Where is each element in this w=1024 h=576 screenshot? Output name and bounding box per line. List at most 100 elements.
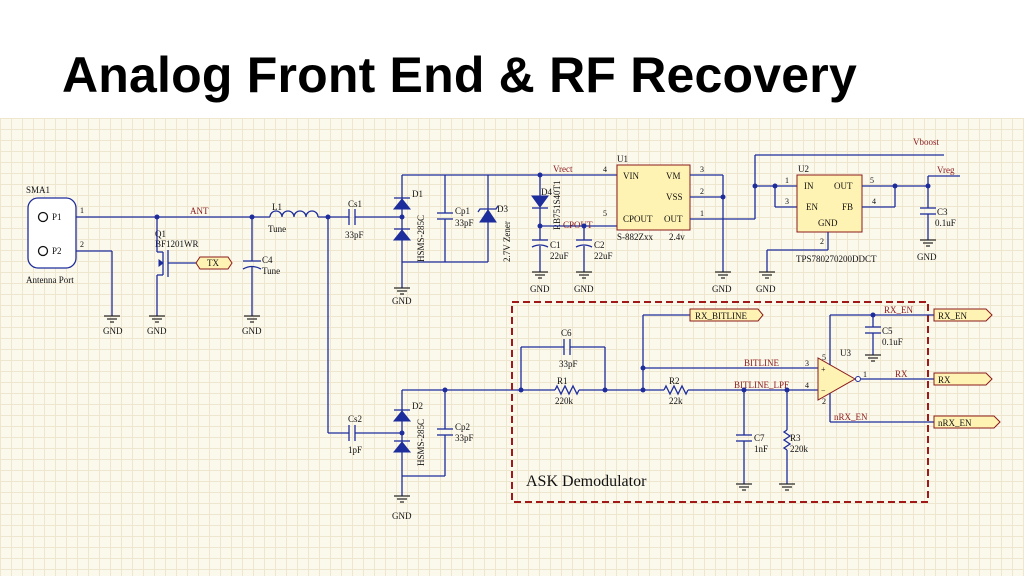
u2-pin-fb: FB <box>842 202 853 212</box>
sma-p1: P1 <box>52 212 62 222</box>
d2-ref: D2 <box>412 401 423 411</box>
sma-ref: SMA1 <box>26 185 50 195</box>
u1-voltage: 2.4v <box>669 232 685 242</box>
schematic-canvas: SMA1 P1 P2 Antenna Port 1 2 ANT Q1 BF120… <box>0 118 1024 576</box>
c7-value: 1nF <box>754 444 768 454</box>
tx-port-label: TX <box>207 258 219 268</box>
c3-value: 0.1uF <box>935 218 956 228</box>
cp2-capacitor: Cp2 33pF <box>437 387 474 476</box>
c5-value: 0.1uF <box>882 337 903 347</box>
svg-text:GND: GND <box>392 511 412 521</box>
c5-capacitor: C5 0.1uF <box>865 326 903 355</box>
c4-ref: C4 <box>262 255 273 265</box>
svg-text:4: 4 <box>805 381 809 390</box>
svg-text:1: 1 <box>863 370 867 379</box>
svg-text:3: 3 <box>700 165 704 174</box>
r1-ref: R1 <box>557 376 568 386</box>
r2-resistor: R2 22k BITLINE_LPF 4 <box>643 376 818 406</box>
u1-ref: U1 <box>617 154 628 164</box>
u1-pin-vss: VSS <box>666 192 683 202</box>
rx-bitline-port-label: RX_BITLINE <box>695 311 747 321</box>
c6-value: 33pF <box>559 359 578 369</box>
sma-pin1-num: 1 <box>80 206 84 215</box>
svg-text:2: 2 <box>700 187 704 196</box>
demod-box-label: ASK Demodulator <box>526 473 647 490</box>
sma-pin2-circle <box>37 245 49 257</box>
svg-text:GND: GND <box>917 252 937 262</box>
net-bitline-lpf: BITLINE_LPF <box>734 380 789 390</box>
gnd-symbol <box>779 483 795 491</box>
r3-value: 220k <box>790 444 809 454</box>
d3-value: 2.7V Zener <box>502 221 512 262</box>
u1-part: S-882Zxx <box>617 232 654 242</box>
vrect-net: Vrect 4 <box>537 164 617 178</box>
r1-value: 220k <box>555 396 574 406</box>
q1-transistor: Q1 BF1201WR <box>155 217 200 316</box>
c6-ref: C6 <box>561 328 572 338</box>
d4-value: RB751S40T1 <box>552 180 562 230</box>
sma-pin2-num: 2 <box>80 240 84 249</box>
net-rx-en: RX_EN <box>884 305 914 315</box>
d4-ref: D4 <box>541 187 552 197</box>
svg-text:GND: GND <box>147 326 167 336</box>
net-rx: RX <box>895 369 908 379</box>
gnd-symbol <box>865 354 881 362</box>
gnd-symbol: GND <box>712 271 732 294</box>
svg-text:GND: GND <box>574 284 594 294</box>
vreg-net: Vreg <box>925 165 960 208</box>
c5-ref: C5 <box>882 326 893 336</box>
c6-capacitor: C6 33pF <box>518 328 608 393</box>
slide-title: Analog Front End & RF Recovery <box>62 47 857 103</box>
gnd-symbol: GND <box>756 271 776 294</box>
d1-diode: D1 HSMS-285C <box>392 174 445 263</box>
ask-demodulator-block: ASK Demodulator <box>511 301 929 503</box>
tx-port: TX <box>195 256 233 270</box>
schematic-diagram: SMA1 P1 P2 Antenna Port 1 2 ANT Q1 BF120… <box>26 137 1001 521</box>
rx-en-port-label: RX_EN <box>938 311 968 321</box>
d2-diode: D2 HSMS-285C <box>392 389 521 477</box>
d1-ref: D1 <box>412 189 423 199</box>
u1-pin-cpout: CPOUT <box>623 214 653 224</box>
gnd-symbol: GND <box>392 476 412 521</box>
cs2-ref: Cs2 <box>348 414 362 424</box>
c4-capacitor: C4 Tune <box>242 217 280 316</box>
svg-text:4: 4 <box>603 165 607 174</box>
svg-text:1: 1 <box>700 209 704 218</box>
c1-capacitor: C1 22uF <box>531 239 569 272</box>
u2-pin-en: EN <box>806 202 818 212</box>
gnd-symbol: GND <box>147 315 167 336</box>
svg-text:5: 5 <box>870 176 874 185</box>
svg-text:5: 5 <box>822 353 826 362</box>
u2-pin-out: OUT <box>834 181 853 191</box>
u3-comparator: U3 + − 1 5 2 RX nRX_EN <box>817 315 928 423</box>
net-bitline: BITLINE <box>744 358 779 368</box>
u2-part: TPS780270200DDCT <box>796 254 877 264</box>
c3-ref: C3 <box>937 207 948 217</box>
net-nrx-en: nRX_EN <box>834 412 868 422</box>
r1-resistor: R1 220k <box>521 376 646 406</box>
r2-value: 22k <box>669 396 683 406</box>
u2-ref: U2 <box>798 164 809 174</box>
net-ant: ANT <box>190 206 209 216</box>
cp1-capacitor: Cp1 33pF <box>437 175 474 262</box>
c2-ref: C2 <box>594 240 605 250</box>
svg-text:GND: GND <box>392 296 412 306</box>
cs2-capacitor: Cs2 1pF <box>327 217 402 455</box>
vboost-net: Vboost 1 3 <box>752 137 944 219</box>
l1-ref: L1 <box>272 202 282 212</box>
cs1-ref: Cs1 <box>348 199 362 209</box>
d1-value: HSMS-285C <box>416 215 426 262</box>
net-vboost: Vboost <box>913 137 940 147</box>
svg-text:GND: GND <box>242 326 262 336</box>
r3-resistor: R3 220k <box>782 390 809 484</box>
svg-text:5: 5 <box>603 209 607 218</box>
nrx-en-port-label: nRX_EN <box>938 418 972 428</box>
rx-port: RX <box>928 372 993 386</box>
c1-value: 22uF <box>550 251 569 261</box>
svg-text:GND: GND <box>103 326 123 336</box>
c7-capacitor: C7 1nF <box>736 390 768 484</box>
net-cpout: CPOUT <box>563 220 593 230</box>
q1-ref: Q1 <box>155 229 166 239</box>
svg-text:3: 3 <box>805 359 809 368</box>
c4-value: Tune <box>262 266 280 276</box>
